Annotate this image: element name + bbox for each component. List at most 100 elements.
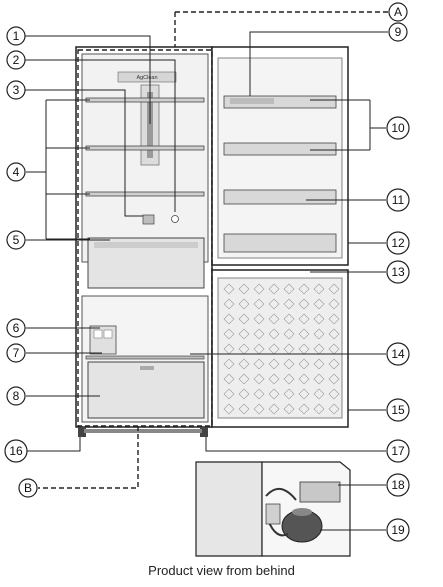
glass-shelf-1 [85, 97, 205, 103]
callout-17-label: 17 [391, 444, 405, 458]
door-diamond [238, 298, 250, 310]
door-diamond [238, 358, 250, 370]
callout-markers: 1 2 3 4 5 6 7 8 9 10 11 12 13 14 15 16 1… [4, 22, 410, 542]
callout-19: 19 [386, 518, 410, 542]
section-b-leader [38, 426, 139, 489]
section-a-leader [174, 11, 388, 47]
door-diamond [298, 283, 310, 295]
door-diamond [313, 313, 325, 325]
callout-12-circle [386, 231, 410, 255]
door-diamond [283, 328, 295, 340]
door-diamond [313, 388, 325, 400]
door-diamond [313, 358, 325, 370]
open-doors [211, 46, 349, 428]
door-diamond [238, 328, 250, 340]
callout-15-label: 15 [391, 403, 405, 417]
freezer-drawer [87, 361, 205, 419]
callout-7-label: 7 [13, 346, 20, 360]
door-diamond [313, 403, 325, 415]
leader-4 [26, 99, 90, 240]
glass-shelf-3 [85, 191, 205, 197]
callout-1: 1 [6, 26, 26, 46]
callout-14: 14 [386, 342, 410, 366]
freezer-drawer-handle [140, 366, 154, 370]
door-diamond [223, 313, 235, 325]
callout-3: 3 [6, 80, 26, 100]
callout-8-label: 8 [13, 389, 20, 403]
crisper-lid [94, 242, 198, 248]
door-diamond [223, 358, 235, 370]
callout-8-circle [6, 386, 26, 406]
door-diamond [313, 373, 325, 385]
door-diamond [328, 373, 340, 385]
door-diamond [268, 388, 280, 400]
section-a-label: A [394, 5, 402, 19]
relay-box [265, 503, 281, 525]
callout-3-label: 3 [13, 83, 20, 97]
section-markers: A B [18, 2, 408, 498]
callout-19-label: 19 [391, 523, 405, 537]
door-diamond [298, 373, 310, 385]
leader-16 [26, 437, 81, 452]
callout-5: 5 [6, 230, 26, 250]
callout-9-circle [388, 22, 408, 42]
callout-4: 4 [6, 162, 26, 182]
ice-cube-slot-1 [93, 329, 103, 339]
door-diamond [328, 283, 340, 295]
callout-5-label: 5 [13, 233, 20, 247]
door-diamond [253, 328, 265, 340]
callout-10-label: 10 [391, 121, 405, 135]
door-diamond [268, 373, 280, 385]
callout-6: 6 [6, 318, 26, 338]
door-diamond [283, 373, 295, 385]
callout-17-circle [386, 439, 410, 463]
door-diamond [268, 403, 280, 415]
door-diamond [283, 403, 295, 415]
door-balcony-3 [223, 189, 337, 205]
door-diamond [283, 358, 295, 370]
leader-9 [249, 31, 388, 96]
figure-caption: Product view from behind [148, 563, 295, 578]
door-diamond [328, 298, 340, 310]
callout-2-label: 2 [13, 53, 20, 67]
door-diamond [268, 328, 280, 340]
door-diamond [328, 313, 340, 325]
callout-2: 2 [6, 50, 26, 70]
callout-11: 11 [386, 188, 410, 212]
compressor-top [292, 508, 312, 516]
door-diamond [298, 298, 310, 310]
door-diamond [283, 388, 295, 400]
callout-8: 8 [6, 386, 26, 406]
callout-12: 12 [386, 231, 410, 255]
bottle-rack [223, 233, 337, 253]
door-diamond [268, 298, 280, 310]
door-diamond [223, 373, 235, 385]
door-diamond [283, 313, 295, 325]
cabinet-rear-panel [195, 461, 263, 557]
adjustable-foot-left [78, 427, 86, 437]
leader-10 [310, 99, 386, 151]
callout-16-circle [4, 439, 28, 463]
callout-18-circle [386, 473, 410, 497]
door-diamond [223, 388, 235, 400]
callout-7: 7 [6, 343, 26, 363]
callout-6-circle [6, 318, 26, 338]
leader-2 [16, 59, 176, 212]
door-diamond [253, 358, 265, 370]
door-diamond [313, 283, 325, 295]
door-switch [171, 215, 179, 223]
door-diamond [253, 298, 265, 310]
callout-2-circle [6, 50, 26, 70]
door-diamond [328, 388, 340, 400]
callout-11-circle [386, 188, 410, 212]
fridge-body: AgClean [75, 46, 213, 437]
door-diamond [298, 388, 310, 400]
door-diamond [268, 358, 280, 370]
door-diamond [313, 328, 325, 340]
base-plinth [84, 429, 202, 433]
callout-9-label: 9 [395, 25, 402, 39]
section-a-circle [388, 2, 408, 22]
callout-13-circle [386, 260, 410, 284]
callout-14-circle [386, 342, 410, 366]
door-diamond [283, 298, 295, 310]
